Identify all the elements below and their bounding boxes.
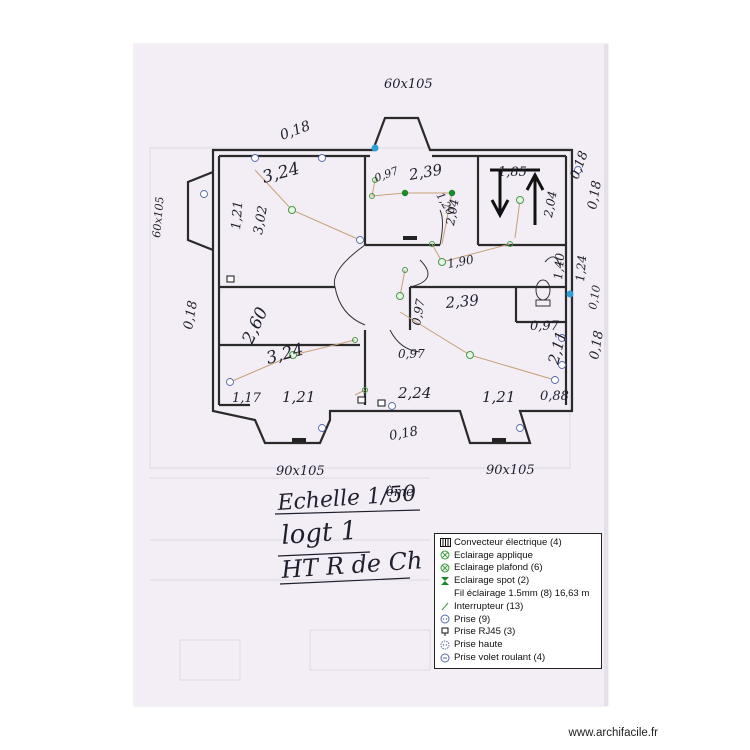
- legend-label: Eclairage applique: [454, 549, 533, 561]
- plan-title: Echelle 1/50 ème logt 1 HT R de Ch: [274, 481, 423, 585]
- switches: [352, 177, 513, 393]
- dim-bottom-wall: 0,18: [388, 424, 419, 444]
- dim-right-b: 0,10: [586, 284, 603, 310]
- legend: Convecteur électrique (4)Eclairage appli…: [434, 533, 602, 669]
- shutter-socket-icon: [438, 652, 452, 664]
- rj45-icon: [438, 626, 452, 638]
- legend-item: Interrupteur (13): [438, 600, 598, 613]
- dim-mid-value: 0,97: [409, 297, 427, 326]
- title-logt: logt 1: [280, 516, 358, 551]
- switch-icon: [438, 600, 452, 612]
- dim-room-b-height: 2,60: [238, 304, 273, 348]
- spot-light-icon: [438, 575, 452, 587]
- dim-right-mid: 1,24: [573, 254, 589, 282]
- convectors: [292, 236, 506, 442]
- dim-bottom-e: 0,88: [540, 389, 569, 404]
- paper-edge: [604, 44, 608, 706]
- wall-light-icon: [438, 549, 452, 561]
- dim-right-wall: 0,18: [587, 330, 607, 361]
- dim-bottom-b: 1,21: [282, 388, 315, 406]
- ceiling-lights: [288, 196, 524, 359]
- legend-item: Eclairage spot (2): [438, 574, 598, 587]
- dim-bottom-c: 2,24: [397, 384, 431, 402]
- legend-label: Prise haute: [454, 639, 503, 651]
- legend-label: Prise (9): [454, 613, 491, 625]
- dim-right-wall-b: 0,18: [585, 180, 605, 211]
- high-socket-icon: [438, 639, 452, 651]
- dim-top-left-wall: 0,18: [278, 118, 313, 144]
- hand-arrows: [490, 168, 545, 225]
- legend-label: Prise volet roulant (4): [454, 652, 546, 664]
- legend-label: Convecteur électrique (4): [454, 536, 562, 548]
- wire-icon: [438, 588, 452, 600]
- walls: [186, 116, 574, 445]
- wc-fixture: [535, 279, 551, 307]
- convector-icon: [438, 536, 452, 548]
- legend-label: Fil éclairage 1.5mm (8) 16,63 m: [454, 588, 590, 600]
- dim-room-a-width: 3,24: [260, 159, 302, 188]
- dim-mid-width: 2,39: [444, 291, 480, 312]
- dim-right-small: 1,40: [551, 252, 567, 280]
- blue-points: [371, 144, 574, 298]
- legend-label: Prise RJ45 (3): [454, 626, 516, 638]
- watermark-link[interactable]: www.archifacile.fr: [568, 727, 658, 739]
- ceiling-light-icon: [438, 562, 452, 574]
- dim-bottom-d: 1,21: [482, 388, 515, 406]
- legend-item: Prise haute: [438, 638, 598, 651]
- dim-left-wall: 0,18: [181, 300, 201, 331]
- door-swings: [333, 209, 561, 353]
- dim-wc-width: 1,85: [498, 165, 527, 180]
- dim-hall-b: 1,90: [446, 252, 475, 270]
- spot-lights: [401, 189, 456, 197]
- dim-door-a: 0,97: [398, 347, 425, 361]
- dim-wc-height: 2,04: [541, 190, 560, 220]
- legend-item: Eclairage plafond (6): [438, 562, 598, 575]
- dim-window-bottom-left: 90x105: [276, 464, 325, 479]
- dim-window-bottom-right: 90x105: [486, 463, 535, 478]
- legend-item: Convecteur électrique (4): [438, 536, 598, 549]
- dim-left-window: 60x105: [150, 196, 167, 238]
- dim-top-window: 60x105: [384, 77, 433, 92]
- legend-item: Prise volet roulant (4): [438, 651, 598, 664]
- sockets: [200, 154, 582, 432]
- legend-label: Eclairage plafond (6): [454, 562, 543, 574]
- legend-label: Eclairage spot (2): [454, 575, 530, 587]
- legend-label: Interrupteur (13): [454, 600, 524, 612]
- title-scale-suffix: ème: [386, 485, 414, 500]
- legend-item: Eclairage applique: [438, 549, 598, 562]
- dim-small-room-height: 2,04: [443, 198, 462, 228]
- legend-item: Prise (9): [438, 613, 598, 626]
- dim-room-a-side: 1,21: [229, 200, 246, 230]
- dim-room-a-height: 3,02: [251, 205, 271, 236]
- dim-small-room-width: 2,39: [407, 160, 444, 184]
- legend-item: Prise RJ45 (3): [438, 626, 598, 639]
- dim-small-value: 0,97: [373, 164, 400, 185]
- rj45-sockets: [226, 275, 386, 407]
- dim-right-a: 0,97: [530, 319, 560, 334]
- legend-item: Fil éclairage 1.5mm (8) 16,63 m: [438, 587, 598, 600]
- socket-icon: [438, 613, 452, 625]
- dim-bottom-a: 1,17: [232, 391, 262, 406]
- faint-background-print: [149, 147, 571, 681]
